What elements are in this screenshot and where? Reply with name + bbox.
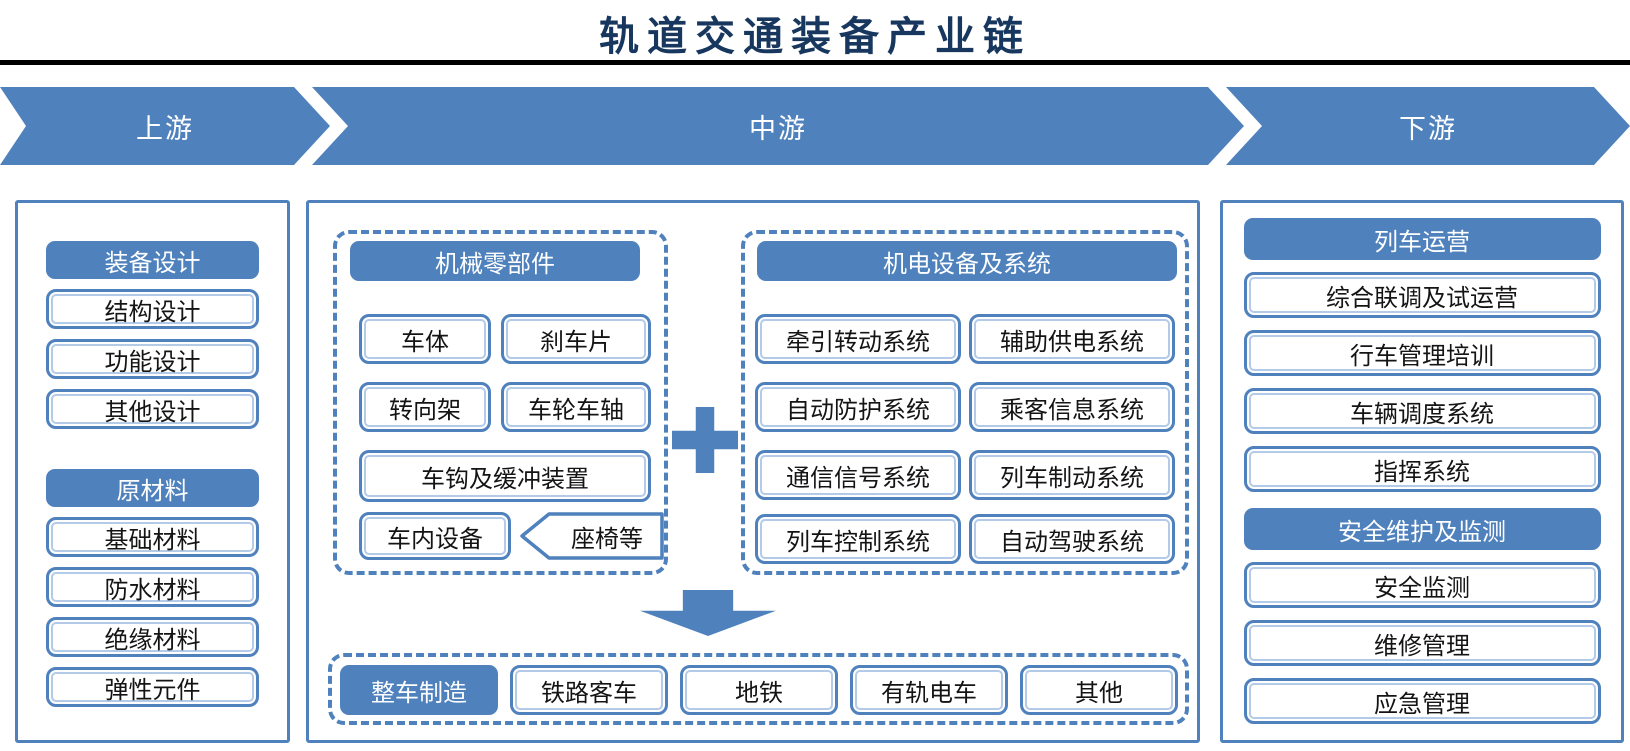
list-item: 牵引转动系统 [755,314,961,364]
list-item: 安全监测 [1243,562,1601,608]
banner-segment-upstream: 上游 [0,87,330,165]
list-item: 指挥系统 [1243,446,1601,492]
list-item: 列车制动系统 [969,450,1175,500]
list-item: 地铁 [680,665,838,715]
equipment-design-group: 装备设计 结构设计 功能设计 其他设计 [46,241,259,429]
mechanical-parts-header: 机械零部件 [350,241,640,281]
list-item: 自动防护系统 [755,382,961,432]
train-operation-header: 列车运营 [1243,218,1601,260]
list-item: 应急管理 [1243,678,1601,724]
train-operation-group: 列车运营 综合联调及试运营 行车管理培训 车辆调度系统 指挥系统 [1243,218,1601,492]
list-item: 有轨电车 [850,665,1008,715]
title-divider [0,60,1630,65]
seats-callout: 座椅等 [519,512,665,560]
raw-materials-header: 原材料 [46,469,259,507]
list-item: 通信信号系统 [755,450,961,500]
electromechanical-header: 机电设备及系统 [757,241,1177,281]
upstream-column: 装备设计 结构设计 功能设计 其他设计 原材料 基础材料 防水材料 绝缘材料 弹… [15,200,290,743]
page-title: 轨道交通装备产业链 [599,13,1031,60]
list-item: 车内设备 [359,512,511,560]
downstream-stack: 列车运营 综合联调及试运营 行车管理培训 车辆调度系统 指挥系统 安全维护及监测… [1223,203,1621,724]
list-item: 刹车片 [501,314,651,364]
list-item: 列车控制系统 [755,514,961,564]
banner-downstream-label: 下游 [1399,113,1457,144]
equipment-design-header: 装备设计 [46,241,259,279]
list-item: 转向架 [359,382,491,432]
list-item: 维修管理 [1243,620,1601,666]
list-item: 防水材料 [46,567,259,607]
list-item: 行车管理培训 [1243,330,1601,376]
vehicle-manufacturing-header: 整车制造 [340,665,498,715]
electromechanical-box [741,230,1189,575]
list-item: 辅助供电系统 [969,314,1175,364]
left-arrow-callout-shape [520,512,664,560]
list-item: 其他 [1020,665,1178,715]
list-item: 综合联调及试运营 [1243,272,1601,318]
banner-segment-downstream: 下游 [1226,87,1630,165]
banner-upstream-label: 上游 [136,113,194,144]
upstream-stack: 装备设计 结构设计 功能设计 其他设计 原材料 基础材料 防水材料 绝缘材料 弹… [18,203,287,707]
midstream-column: 机械零部件 车体 刹车片 转向架 车轮车轴 车钩及缓冲装置 车内设备 座椅等 机… [306,200,1200,743]
list-item: 绝缘材料 [46,617,259,657]
list-item: 弹性元件 [46,667,259,707]
plus-icon [672,407,738,473]
safety-maintenance-group: 安全维护及监测 安全监测 维修管理 应急管理 [1243,508,1601,724]
downstream-column: 列车运营 综合联调及试运营 行车管理培训 车辆调度系统 指挥系统 安全维护及监测… [1220,200,1624,743]
list-item: 功能设计 [46,339,259,379]
list-item: 车钩及缓冲装置 [359,450,651,502]
list-item: 车轮车轴 [501,382,651,432]
list-item: 铁路客车 [510,665,668,715]
list-item: 自动驾驶系统 [969,514,1175,564]
list-item: 车体 [359,314,491,364]
list-item: 车辆调度系统 [1243,388,1601,434]
mechanical-parts-box [333,230,668,575]
banner-segment-midstream: 中游 [312,87,1244,165]
list-item: 其他设计 [46,389,259,429]
down-arrow-icon [640,590,776,636]
list-item: 基础材料 [46,517,259,557]
raw-materials-group: 原材料 基础材料 防水材料 绝缘材料 弹性元件 [46,469,259,707]
safety-maintenance-header: 安全维护及监测 [1243,508,1601,550]
list-item: 结构设计 [46,289,259,329]
list-item: 乘客信息系统 [969,382,1175,432]
banner-midstream-label: 中游 [749,113,807,144]
seats-callout-label: 座椅等 [571,525,643,553]
vehicle-manufacturing-box [328,653,1189,725]
